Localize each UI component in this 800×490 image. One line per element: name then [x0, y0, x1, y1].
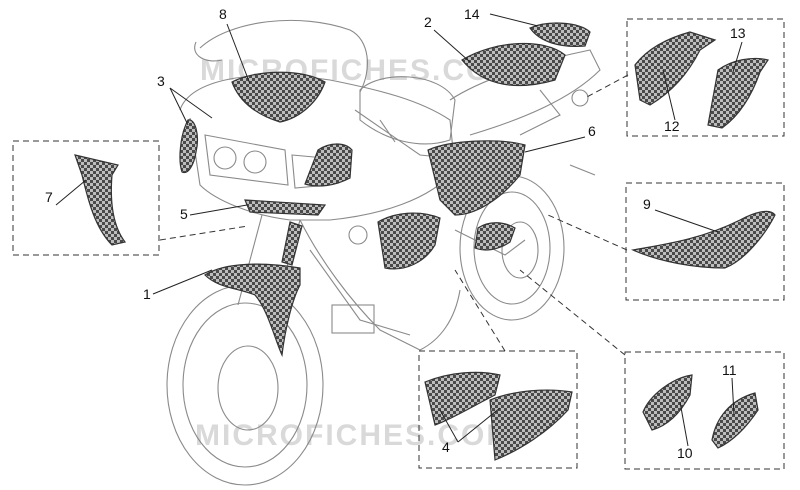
- part-10: [642, 374, 693, 431]
- part-swingarm-cover: [474, 222, 516, 251]
- callout-4: 4: [442, 439, 450, 455]
- callout-13: 13: [730, 25, 746, 41]
- leader-lines: [55, 13, 743, 447]
- callout-10: 10: [677, 445, 693, 461]
- parts-in-boxes: [74, 31, 776, 461]
- box-10-11: [624, 351, 785, 470]
- callout-12: 12: [664, 118, 680, 134]
- box-9: [625, 182, 785, 301]
- callout-14: 14: [464, 6, 480, 22]
- parts-on-bike: [179, 22, 591, 358]
- callout-5: 5: [180, 206, 188, 222]
- part-7: [74, 154, 127, 246]
- callout-7: 7: [45, 189, 53, 205]
- part-6-frame-cover: [427, 140, 526, 216]
- box-4: [418, 350, 578, 469]
- box-7: [12, 140, 160, 256]
- motorcycle-outline: [166, 19, 601, 486]
- part-4b: [489, 389, 573, 461]
- part-3-side-panel: [179, 119, 199, 174]
- callout-8: 8: [219, 6, 227, 22]
- part-2-tail-panel: [461, 42, 566, 87]
- part-1-front-mudguard: [204, 263, 301, 358]
- box-12-13: [626, 18, 785, 137]
- part-13: [707, 57, 769, 129]
- part-lower-belly: [377, 212, 441, 270]
- watermark-bottom: MICROFICHES.COM: [195, 419, 513, 452]
- detail-boxes: [12, 18, 785, 470]
- callout-3: 3: [157, 73, 165, 89]
- part-14-tail-cover: [529, 22, 591, 47]
- callout-numbers: 1 2 3 4 5 6 7 8 9 10 11 12 13 14: [45, 6, 746, 461]
- part-11: [711, 392, 759, 449]
- part-12: [634, 31, 717, 106]
- callout-6: 6: [588, 123, 596, 139]
- callout-2: 2: [424, 14, 432, 30]
- part-9: [630, 210, 776, 269]
- callout-9: 9: [643, 196, 651, 212]
- part-8-upper-fairing: [231, 71, 326, 123]
- part-5-bracket: [244, 199, 327, 216]
- callout-11: 11: [722, 362, 737, 378]
- part-side-insert: [304, 143, 353, 187]
- callout-1: 1: [143, 286, 151, 302]
- part-fork-cover: [281, 221, 303, 266]
